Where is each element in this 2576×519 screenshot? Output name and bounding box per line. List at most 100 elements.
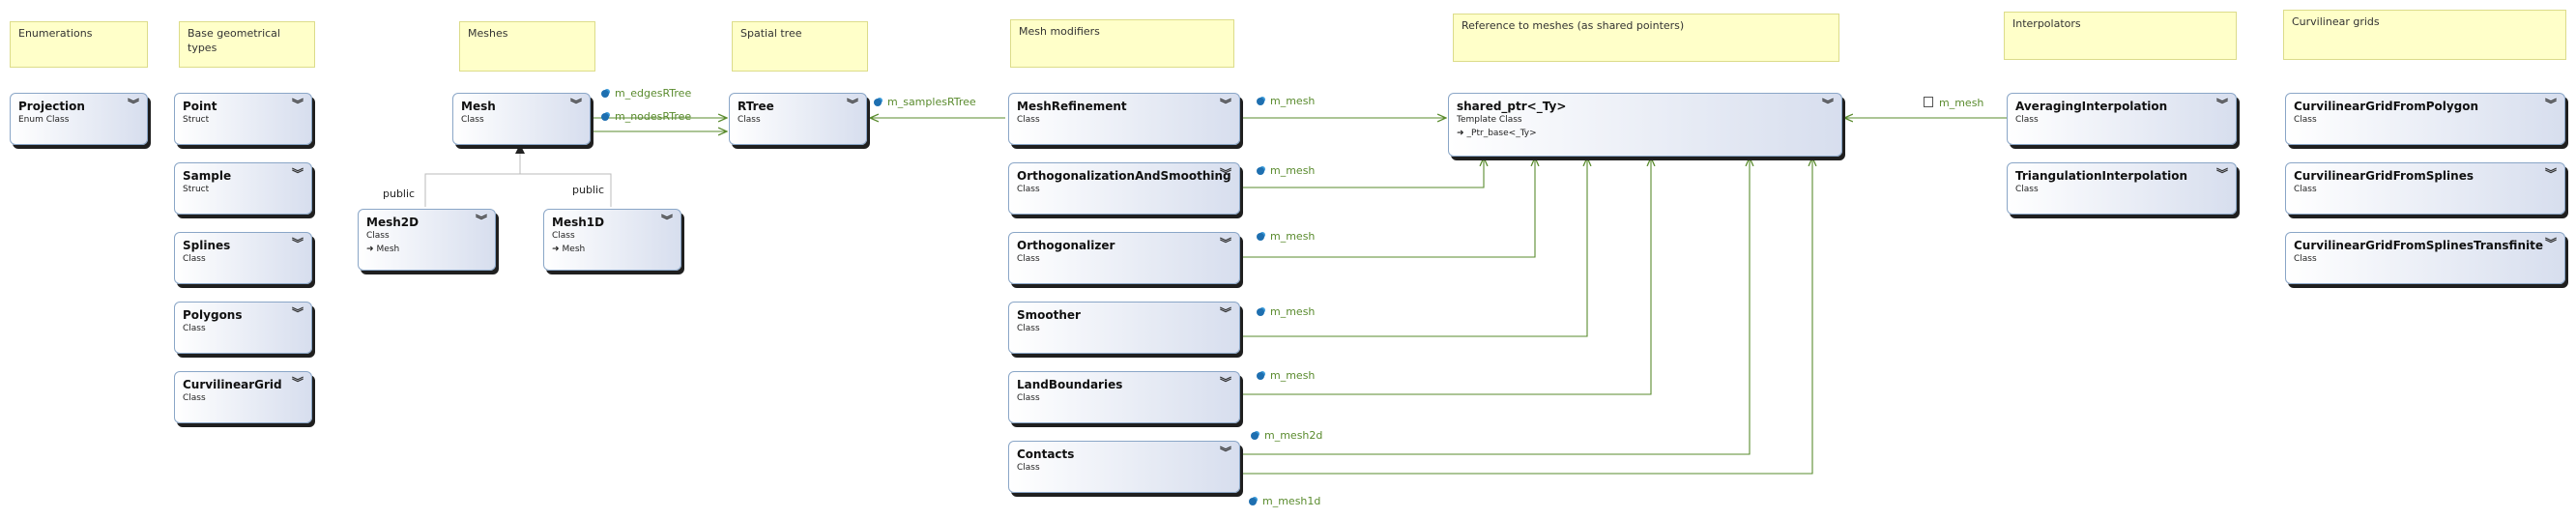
chevron-down-icon[interactable]: ︾ (1219, 237, 1231, 250)
class-title: Projection (18, 100, 85, 113)
mesh2d-inherit-link (424, 144, 521, 207)
class-kind: Class (2294, 115, 2317, 125)
class-title: CurvilinearGridFromPolygon (2294, 100, 2479, 113)
label-smoother-mesh[interactable]: m_mesh (1257, 305, 1315, 318)
class-orthogonalizer[interactable]: Orthogonalizer Class ︾ (1008, 232, 1240, 284)
field-icon (1257, 233, 1264, 241)
field-icon (601, 90, 609, 98)
chevron-down-icon[interactable]: ︾ (569, 98, 582, 111)
chevron-down-icon[interactable]: ︾ (291, 306, 304, 320)
class-title: OrthogonalizationAndSmoothing (1017, 169, 1231, 183)
class-title: CurvilinearGridFromSplines (2294, 169, 2474, 183)
class-triangulation[interactable]: TriangulationInterpolation Class ︾ (2007, 162, 2237, 215)
chevron-down-icon[interactable]: ︾ (660, 214, 673, 227)
label-nodes-rtree[interactable]: m_nodesRTree (601, 110, 691, 123)
class-kind: Class (183, 393, 206, 403)
class-title: CurvilinearGrid (183, 378, 282, 391)
class-sample[interactable]: Sample Struct ︾ (174, 162, 312, 215)
chevron-down-icon[interactable]: ︾ (127, 98, 139, 111)
note-interpolators: Interpolators (2004, 12, 2237, 60)
class-shared-ptr[interactable]: shared_ptr<_Ty> Template Class ➜_Ptr_bas… (1448, 93, 1842, 157)
field-icon (1251, 432, 1259, 440)
class-splines[interactable]: Splines Class ︾ (174, 232, 312, 284)
label-averaging-mesh-text: m_mesh (1939, 97, 1984, 109)
class-orth-smoothing[interactable]: OrthogonalizationAndSmoothing Class ︾ (1008, 162, 1240, 215)
class-kind: Enum Class (18, 115, 70, 125)
class-kind: Struct (183, 115, 210, 125)
chevron-down-icon[interactable]: ︾ (1219, 306, 1231, 320)
class-mesh2d[interactable]: Mesh2D Class ➜Mesh ︾ (358, 209, 496, 271)
class-curvilinear-grid[interactable]: CurvilinearGrid Class ︾ (174, 371, 312, 423)
class-polygons[interactable]: Polygons Class ︾ (174, 302, 312, 354)
chevron-down-icon[interactable]: ︾ (2544, 98, 2557, 111)
class-title: Mesh (461, 100, 496, 113)
class-point[interactable]: Point Struct ︾ (174, 93, 312, 145)
label-contacts-mesh2d-text: m_mesh2d (1264, 429, 1323, 442)
class-rtree[interactable]: RTree Class ︾ (729, 93, 867, 145)
class-title: RTree (738, 100, 774, 113)
class-base: ➜Mesh (552, 245, 585, 254)
contacts-mesh1d-link (1243, 158, 1812, 475)
class-kind: Class (738, 115, 761, 125)
class-kind: Class (2294, 254, 2317, 264)
class-projection[interactable]: Projection Enum Class ︾ (10, 93, 148, 145)
label-samples-rtree-text: m_samplesRTree (887, 96, 976, 108)
chevron-down-icon[interactable]: ︾ (475, 214, 487, 227)
chevron-down-icon[interactable]: ︾ (291, 237, 304, 250)
inherit-arrowhead (515, 144, 525, 154)
class-averaging[interactable]: AveragingInterpolation Class ︾ (2007, 93, 2237, 145)
field-icon (601, 113, 609, 121)
class-cg-polygon[interactable]: CurvilinearGridFromPolygon Class ︾ (2285, 93, 2565, 145)
class-kind: Class (183, 254, 206, 264)
chevron-down-icon[interactable]: ︾ (846, 98, 858, 111)
label-orth-smoothing-mesh[interactable]: m_mesh (1257, 164, 1315, 177)
class-title: CurvilinearGridFromSplinesTransfinite (2294, 239, 2543, 252)
label-contacts-mesh2d[interactable]: m_mesh2d (1251, 429, 1322, 442)
class-mesh1d[interactable]: Mesh1D Class ➜Mesh ︾ (543, 209, 681, 271)
class-title: Mesh1D (552, 216, 605, 229)
class-title: LandBoundaries (1017, 378, 1123, 391)
class-mesh-refinement[interactable]: MeshRefinement Class ︾ (1008, 93, 1240, 145)
chevron-down-icon[interactable]: ︾ (1219, 376, 1231, 389)
class-land-boundaries[interactable]: LandBoundaries Class ︾ (1008, 371, 1240, 423)
field-icon (1257, 167, 1264, 175)
chevron-down-icon[interactable]: ︾ (1219, 167, 1231, 181)
chevron-down-icon[interactable]: ︾ (2215, 98, 2228, 111)
chevron-down-icon[interactable]: ︾ (291, 98, 304, 111)
class-title: Point (183, 100, 217, 113)
class-kind: Class (1017, 463, 1040, 473)
class-kind: Class (1017, 115, 1040, 125)
class-kind: Class (2294, 185, 2317, 194)
label-orthogonalizer-mesh[interactable]: m_mesh (1257, 230, 1315, 243)
label-edges-rtree-text: m_edgesRTree (615, 87, 692, 100)
label-refinement-mesh[interactable]: m_mesh (1257, 95, 1315, 107)
class-contacts[interactable]: Contacts Class ︾ (1008, 441, 1240, 493)
base-class-label: _Ptr_base<_Ty> (1466, 129, 1537, 138)
orth-smoothing-mesh-link (1243, 158, 1484, 188)
label-edges-rtree[interactable]: m_edgesRTree (601, 87, 691, 100)
field-icon (1257, 308, 1264, 316)
chevron-down-icon[interactable]: ︾ (1821, 98, 1834, 111)
chevron-down-icon[interactable]: ︾ (1219, 446, 1231, 459)
label-nodes-rtree-text: m_nodesRTree (615, 110, 692, 123)
chevron-down-icon[interactable]: ︾ (291, 376, 304, 389)
chevron-down-icon[interactable]: ︾ (1219, 98, 1231, 111)
chevron-down-icon[interactable]: ︾ (2215, 167, 2228, 181)
class-cg-splines[interactable]: CurvilinearGridFromSplines Class ︾ (2285, 162, 2565, 215)
class-cg-splines-tf[interactable]: CurvilinearGridFromSplinesTransfinite Cl… (2285, 232, 2565, 284)
label-orth-smoothing-mesh-text: m_mesh (1270, 164, 1316, 177)
contacts-mesh2d-link (1243, 158, 1750, 455)
label-smoother-mesh-text: m_mesh (1270, 305, 1316, 318)
class-mesh[interactable]: Mesh Class ︾ (452, 93, 591, 145)
label-samples-rtree[interactable]: m_samplesRTree (874, 96, 976, 108)
class-smoother[interactable]: Smoother Class ︾ (1008, 302, 1240, 354)
label-land-boundaries-mesh[interactable]: m_mesh (1257, 369, 1315, 382)
base-class-label: Mesh (562, 245, 586, 254)
chevron-down-icon[interactable]: ︾ (291, 167, 304, 181)
label-contacts-mesh1d[interactable]: m_mesh1d (1249, 495, 1320, 507)
chevron-down-icon[interactable]: ︾ (2544, 167, 2557, 181)
chevron-down-icon[interactable]: ︾ (2544, 237, 2557, 250)
class-kind: Class (1017, 185, 1040, 194)
label-averaging-mesh[interactable]: m_mesh (1924, 97, 1983, 109)
